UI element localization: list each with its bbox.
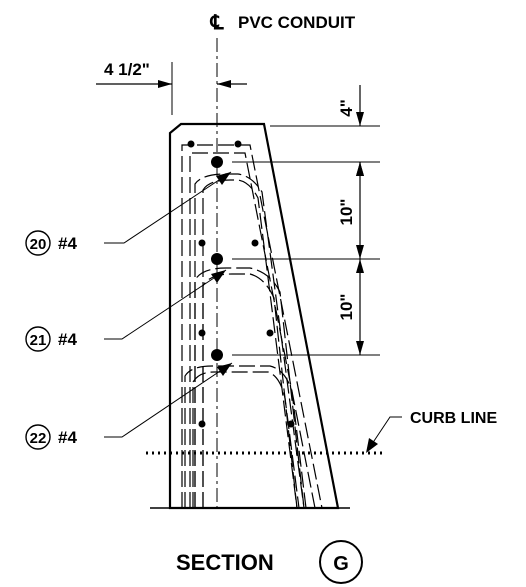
curb-line-arrow [366, 438, 378, 453]
callout-20-number: 20 [30, 236, 47, 253]
callout-21-number: 21 [30, 332, 47, 349]
curb-line-leader [367, 416, 402, 451]
pvc-conduits [211, 156, 223, 361]
dim-right-top-label: 4" [337, 99, 356, 117]
dim-right-mid-arrow-b [356, 245, 364, 259]
dim-top-label: 4 1/2" [104, 60, 150, 79]
section-letter: G [333, 553, 349, 575]
section-circle [319, 540, 363, 584]
longitudinal-bars [187, 140, 295, 428]
callout-21-arrow [211, 270, 226, 283]
callout-22-number: 22 [30, 430, 47, 447]
dim-right-mid-label: 10" [337, 199, 356, 226]
dim-top-arrow-right [217, 80, 231, 88]
callout-21: 21 #4 [25, 269, 227, 352]
callout-21-bar: #4 [58, 330, 77, 349]
centerline-symbol: ℄ [210, 12, 225, 34]
callout-22: 22 #4 [25, 362, 233, 450]
callout-22-arrow [217, 363, 232, 376]
dim-right-low-arrow-b [356, 341, 364, 355]
dim-right-mid-arrow-a [356, 162, 364, 176]
curb-line-label: CURB LINE [410, 410, 497, 427]
section-title: SECTION [176, 550, 274, 575]
conduit-label: PVC CONDUIT [238, 13, 356, 32]
callout-20-bar: #4 [58, 234, 77, 253]
dim-top-arrow-left [158, 80, 172, 88]
dim-right-low-arrow-a [356, 259, 364, 273]
dim-right-top-arrow [356, 112, 364, 126]
stirrups [181, 144, 323, 509]
callout-20-arrow [216, 172, 231, 185]
callout-20: 20 #4 [25, 171, 232, 256]
callout-22-bar: #4 [58, 428, 77, 447]
dim-right-low-label: 10" [337, 294, 356, 321]
